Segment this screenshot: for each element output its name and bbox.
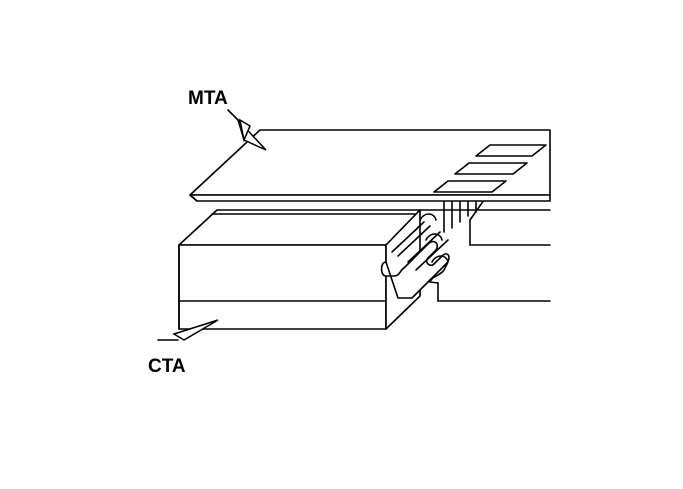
cta-arrow-icon: [172, 319, 219, 341]
mta-plate: [189, 129, 551, 202]
cta-callout: CTA: [148, 319, 219, 377]
pad-1: [475, 144, 547, 157]
slot-region: [419, 209, 551, 302]
cta-label: CTA: [148, 356, 186, 377]
pad-3: [433, 180, 507, 193]
contact-profile: [380, 199, 485, 299]
mta-callout: MTA: [188, 88, 267, 151]
pad-2: [454, 162, 528, 175]
mta-label: MTA: [188, 88, 228, 109]
